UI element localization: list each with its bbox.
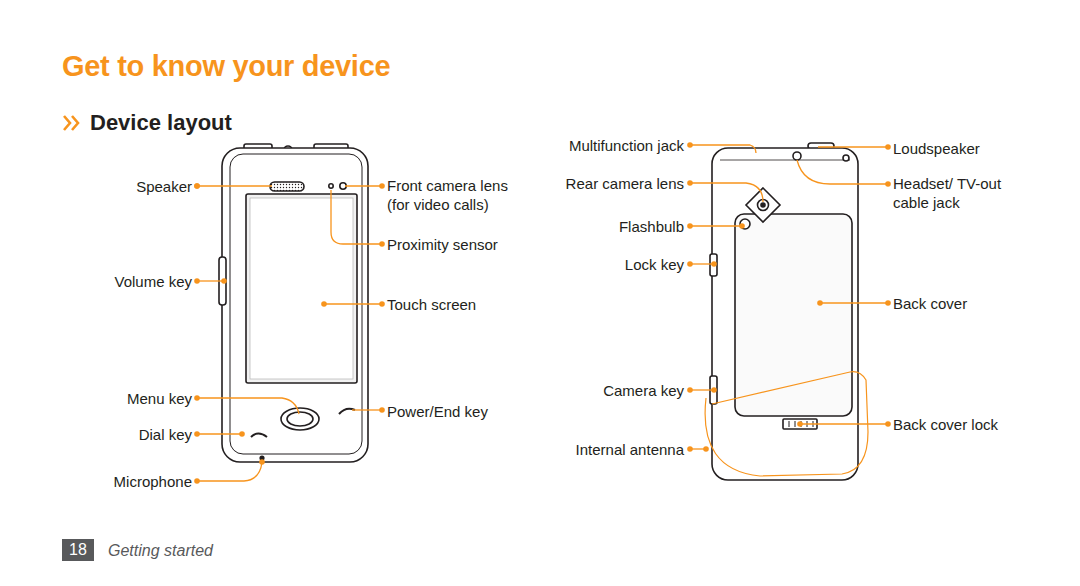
page-title: Get to know your device <box>62 50 390 83</box>
leader-dots <box>194 142 891 484</box>
part-label: Loudspeaker <box>893 139 980 158</box>
part-label: Back cover <box>893 294 967 313</box>
part-label: Flashbulb <box>619 217 684 236</box>
part-label: Volume key <box>114 272 192 291</box>
part-label: Power/End key <box>387 402 488 421</box>
part-label: Multifunction jack <box>569 136 684 155</box>
part-label: Dial key <box>139 425 192 444</box>
part-label: Internal antenna <box>576 440 684 459</box>
leader-lines <box>197 145 888 481</box>
part-label: Menu key <box>127 389 192 408</box>
part-label: Microphone <box>114 472 192 491</box>
back-phone <box>710 143 858 480</box>
part-label: Headset/ TV-out cable jack <box>893 174 1033 212</box>
front-phone <box>219 144 368 462</box>
section-heading: Device layout <box>90 110 232 136</box>
part-label: Camera key <box>603 381 684 400</box>
section-chevrons <box>64 116 78 130</box>
part-label: Proximity sensor <box>387 235 498 254</box>
part-label: Lock key <box>625 255 684 274</box>
part-label: Touch screen <box>387 295 476 314</box>
part-label: Back cover lock <box>893 415 998 434</box>
page-number: 18 <box>69 540 87 560</box>
page-number-box: 18 <box>62 539 94 561</box>
footer-text: Getting started <box>108 541 213 560</box>
part-label: Rear camera lens <box>566 174 684 193</box>
part-label: Front camera lens (for video calls) <box>387 176 527 214</box>
part-label: Speaker <box>136 177 192 196</box>
